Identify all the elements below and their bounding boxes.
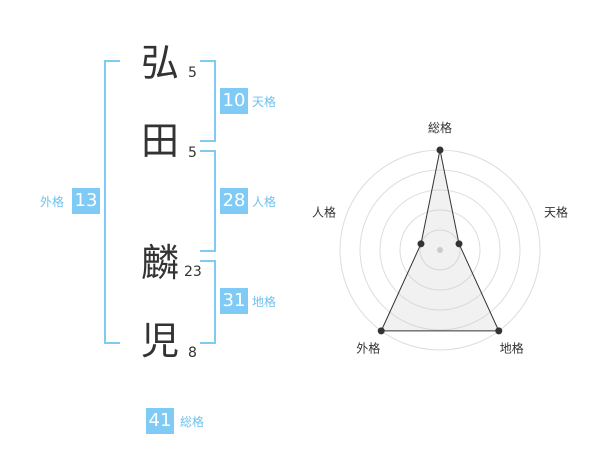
tenkaku-bracket <box>200 60 216 142</box>
radar-axis-label-0: 総格 <box>428 120 452 135</box>
name-char-1: 弘 <box>140 41 179 85</box>
radar-point-4 <box>417 240 425 248</box>
radar-point-1 <box>455 240 463 248</box>
chikaku-label: 地格 <box>252 295 277 309</box>
soukaku-value-badge: 41 <box>146 408 174 434</box>
jinkaku-bracket <box>200 150 216 252</box>
radar-axis-label-1: 天格 <box>544 204 568 219</box>
tenkaku-value-badge: 10 <box>220 88 248 114</box>
radar-point-3 <box>377 327 385 335</box>
stroke-count-2: 5 <box>188 145 197 161</box>
gaikaku-label: 外格 <box>40 195 65 209</box>
stroke-count-4: 8 <box>188 345 197 361</box>
radar-ring-3 <box>379 189 501 311</box>
gaikaku-value-badge: 13 <box>72 188 100 214</box>
radar-ring-2 <box>399 209 481 291</box>
radar-axis-label-2: 地格 <box>500 341 524 356</box>
stroke-count-1: 5 <box>188 65 197 81</box>
gaikaku-bracket <box>104 60 120 344</box>
name-char-3: 麟 <box>140 241 179 285</box>
radar-ring-1 <box>419 229 461 271</box>
jinkaku-label: 人格 <box>252 195 277 209</box>
chikaku-bracket <box>200 260 216 344</box>
radar-point-2 <box>495 327 503 335</box>
radar-axis-label-4: 人格 <box>312 204 336 219</box>
stroke-count-3: 23 <box>184 264 202 280</box>
radar-series-polygon <box>380 149 500 332</box>
radar-point-0 <box>436 146 444 154</box>
name-char-4: 児 <box>140 319 179 363</box>
radar-ring-4 <box>359 169 521 331</box>
radar-axis-label-3: 外格 <box>356 341 380 356</box>
soukaku-label: 総格 <box>180 415 205 429</box>
chikaku-value-badge: 31 <box>220 288 248 314</box>
name-char-2: 田 <box>140 119 179 163</box>
tenkaku-label: 天格 <box>252 95 277 109</box>
jinkaku-value-badge: 28 <box>220 188 248 214</box>
radar-center-dot <box>437 247 443 253</box>
